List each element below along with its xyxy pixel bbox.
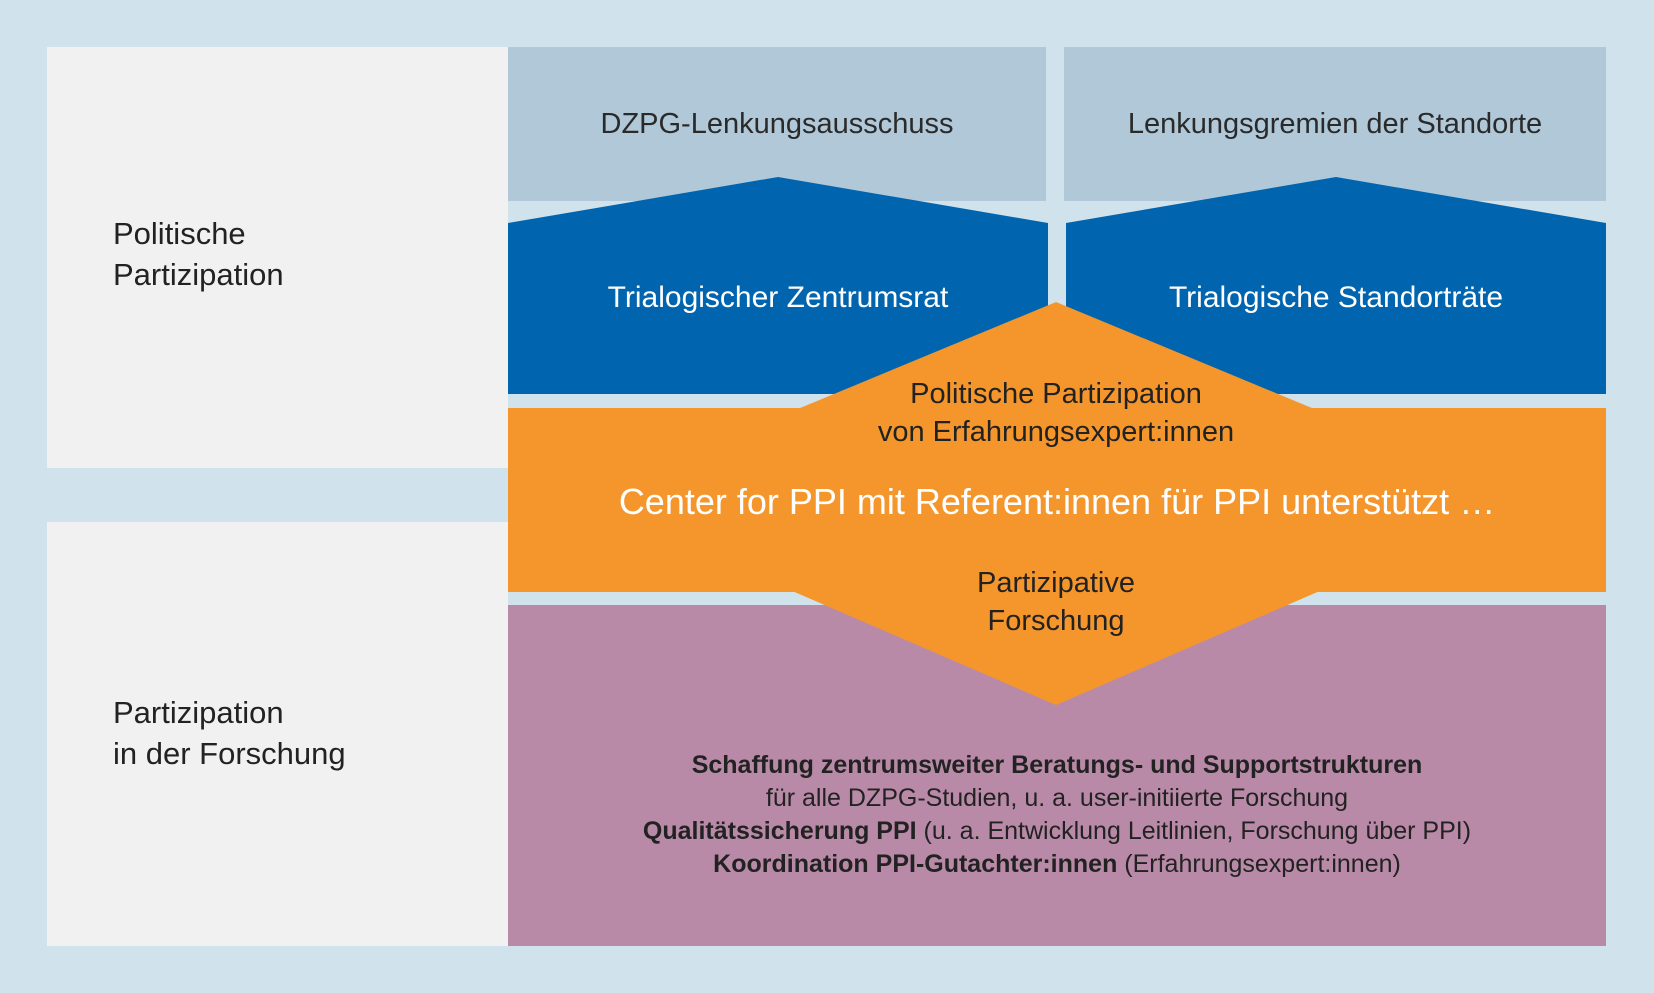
center-for-ppi-label: Center for PPI mit Referent:innen für PP… xyxy=(618,481,1496,522)
label-line: Politische xyxy=(113,216,246,251)
participatory-research-label: Partizipative Forschung xyxy=(776,564,1336,640)
lenkungsgremien-label: Lenkungsgremien der Standorte xyxy=(1127,108,1543,140)
support-line-3: Qualitätssicherung PPI (u. a. Entwicklun… xyxy=(508,815,1606,848)
support-line-4-bold: Koordination PPI-Gutachter:innen xyxy=(713,850,1118,878)
label-partizipation-forschung: Partizipation in der Forschung xyxy=(113,692,346,774)
support-line-4-rest: (Erfahrungsexpert:innen) xyxy=(1117,850,1401,878)
forschung-panel xyxy=(47,522,508,946)
standortraete-label: Trialogische Standorträte xyxy=(1168,281,1504,314)
center-diamond xyxy=(776,302,1336,705)
political-participation-label: Politische Partizipation von Erfahrungse… xyxy=(776,375,1336,451)
support-line-3-rest: (u. a. Entwicklung Leitlinien, Forschung… xyxy=(916,817,1472,845)
politische-panel xyxy=(47,47,508,468)
research-line-1: Partizipative xyxy=(977,567,1135,599)
standortraete-arrow xyxy=(1066,177,1606,394)
support-line-1-bold: Schaffung zentrumsweiter Beratungs- und … xyxy=(691,751,1423,779)
support-line-2: für alle DZPG-Studien, u. a. user-initii… xyxy=(765,784,1349,812)
research-line-2: Forschung xyxy=(987,605,1125,637)
label-line: in der Forschung xyxy=(113,736,346,771)
dzpg-lenkungsausschuss-label: DZPG-Lenkungsausschuss xyxy=(600,108,954,140)
zentrumsrat-arrow xyxy=(508,177,1048,394)
political-line-2: von Erfahrungsexpert:innen xyxy=(877,416,1235,448)
label-line: Partizipation xyxy=(113,695,284,730)
support-line-1: Schaffung zentrumsweiter Beratungs- und … xyxy=(508,749,1606,782)
support-line-4: Koordination PPI-Gutachter:innen (Erfahr… xyxy=(508,848,1606,881)
political-line-1: Politische Partizipation xyxy=(910,378,1202,410)
lenkungsausschuss-box xyxy=(508,47,1046,201)
support-line-3-bold: Qualitätssicherung PPI xyxy=(642,817,917,845)
support-structures-text: Schaffung zentrumsweiter Beratungs- und … xyxy=(508,749,1606,881)
zentrumsrat-label: Trialogischer Zentrumsrat xyxy=(607,281,949,314)
label-line: Partizipation xyxy=(113,257,284,292)
lenkungsgremien-box xyxy=(1064,47,1606,201)
label-politische-partizipation: Politische Partizipation xyxy=(113,213,284,295)
